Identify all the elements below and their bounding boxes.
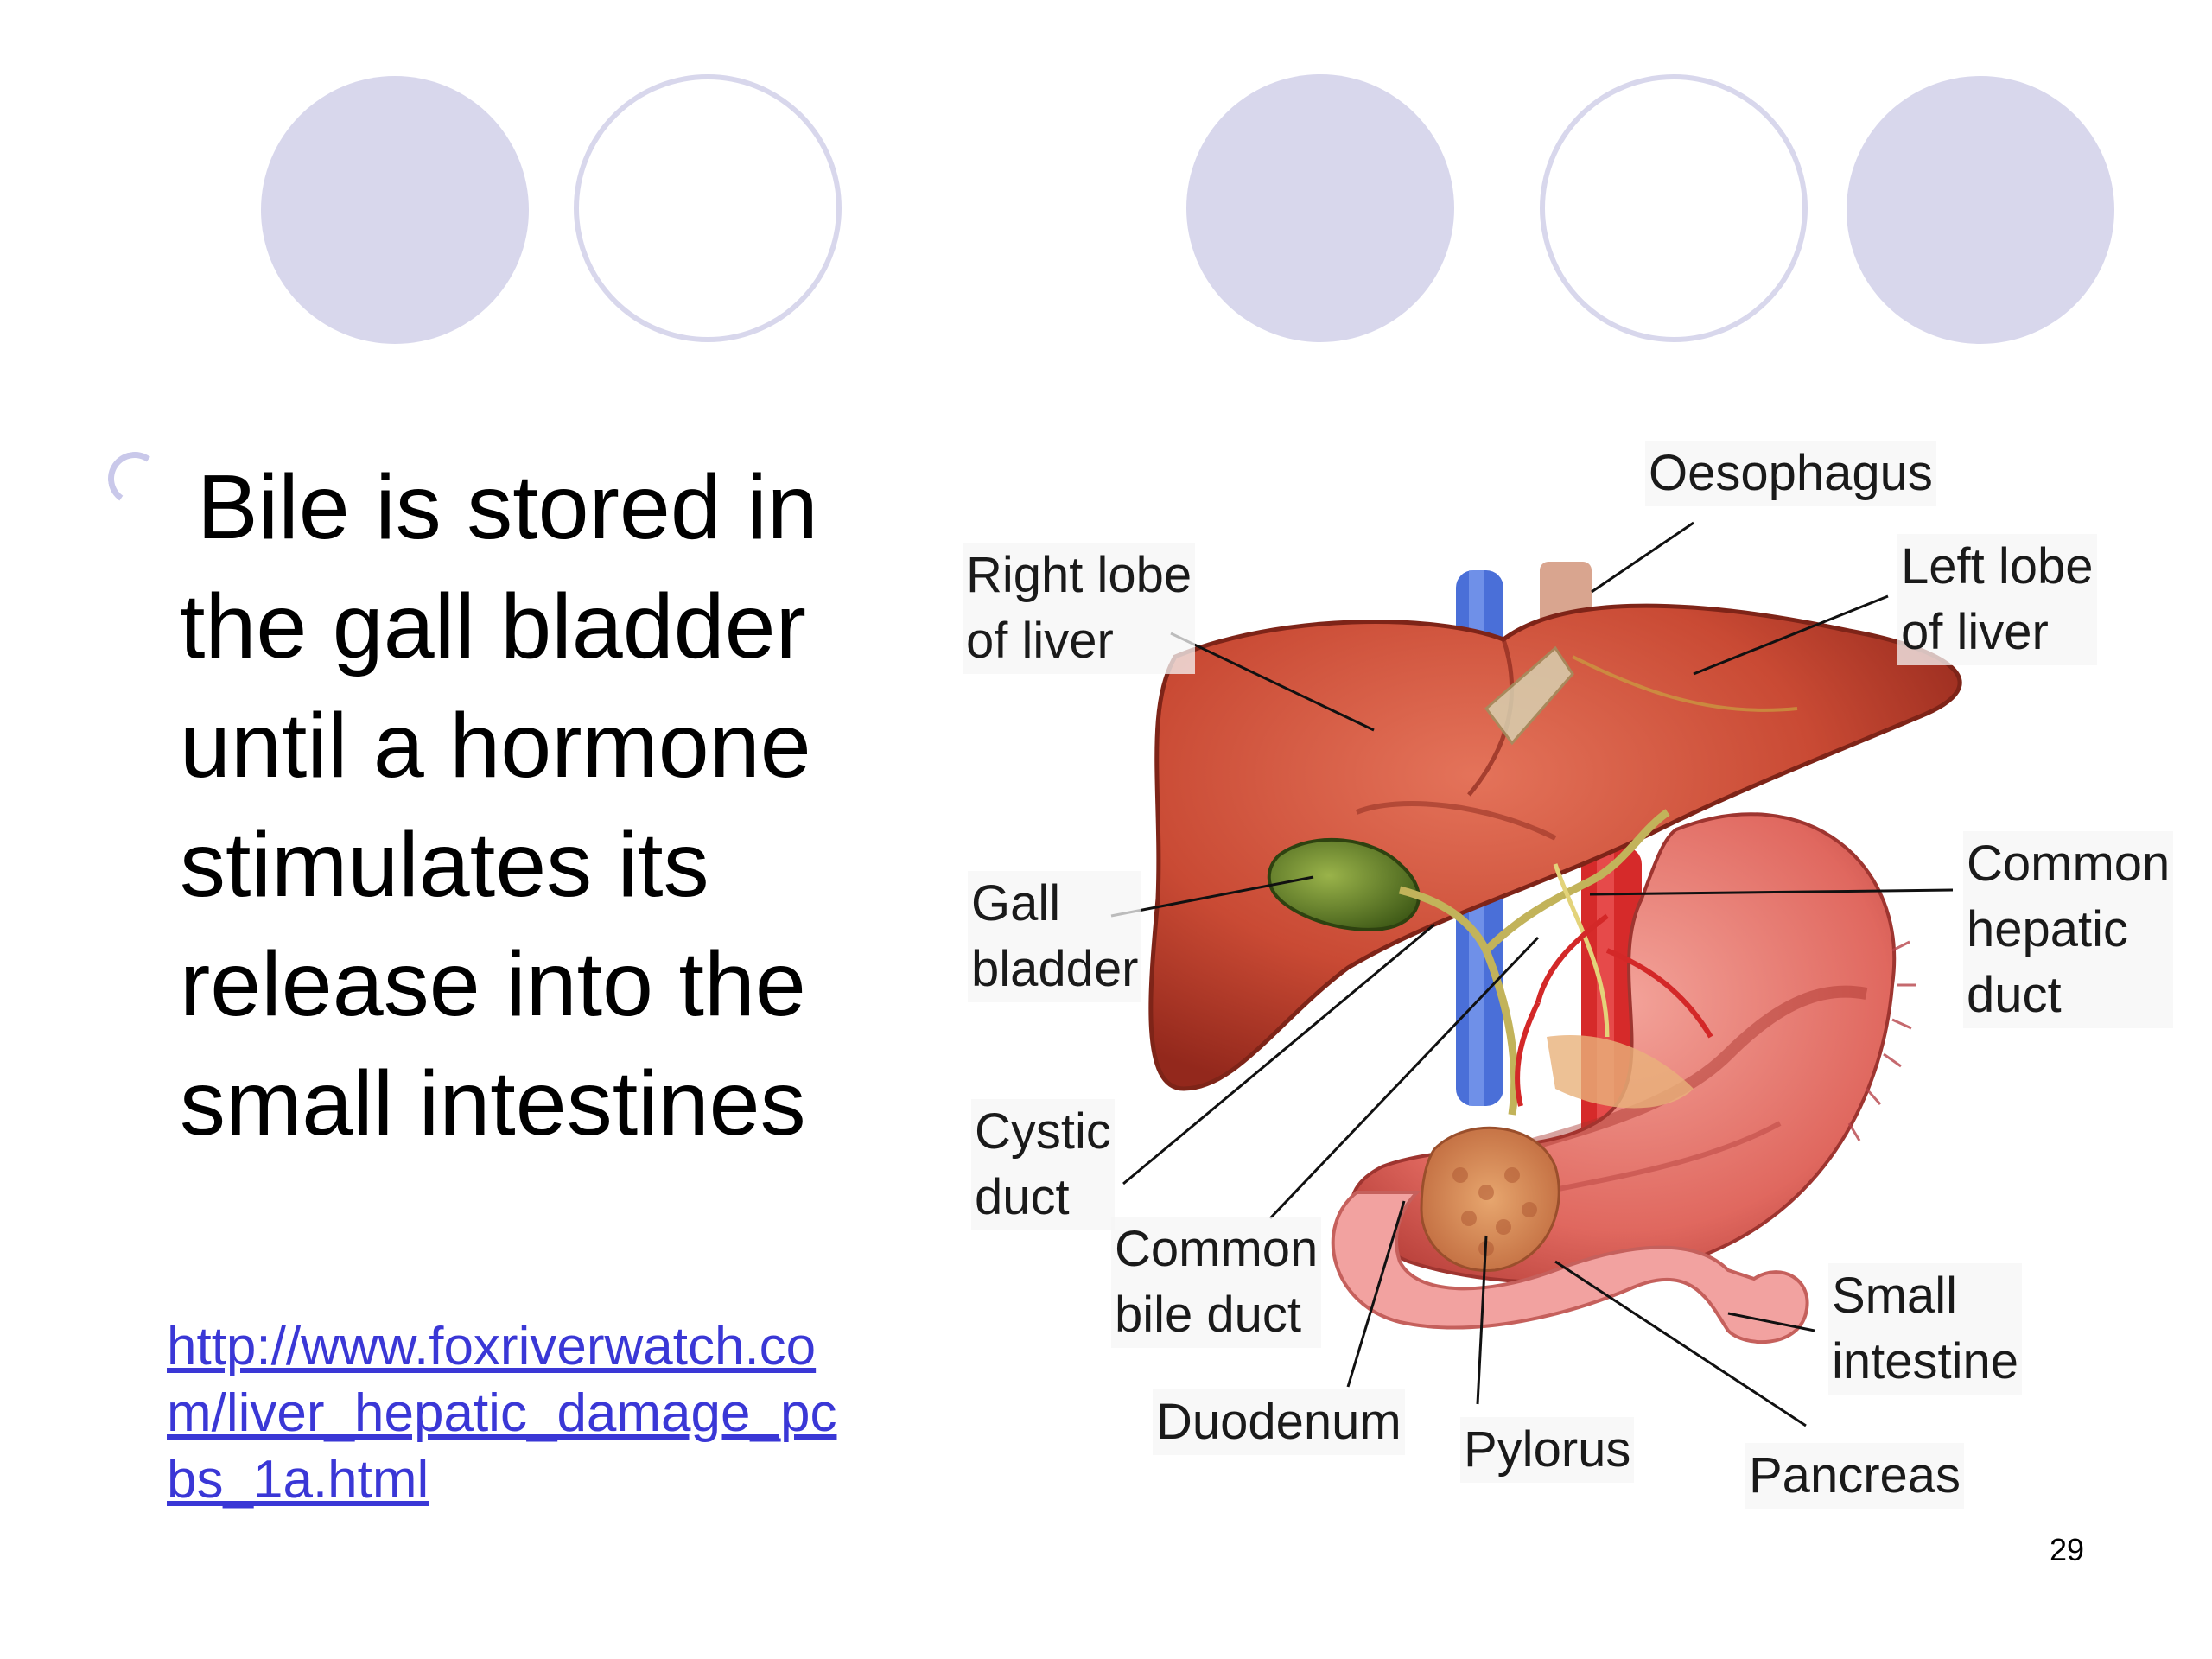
label-common-hepatic-duct: Common hepatic duct	[1963, 831, 2174, 1028]
leader-lines	[1110, 521, 1954, 1427]
pancreas-shape	[1420, 1126, 1560, 1272]
decor-circle-outline	[574, 74, 842, 342]
decor-circle-filled	[1847, 76, 2114, 344]
bile-ducts	[1398, 809, 1670, 1116]
label-oesophagus: Oesophagus	[1645, 441, 1936, 506]
label-small-intestine: Small intestine	[1828, 1263, 2023, 1395]
decor-circle-filled	[1186, 74, 1454, 342]
body-text: Bile is stored in the gall bladder until…	[180, 456, 818, 1154]
decor-circle-filled	[261, 76, 529, 344]
label-pancreas: Pancreas	[1745, 1443, 1965, 1509]
small-intestine-shape	[1331, 1191, 1809, 1344]
label-duodenum: Duodenum	[1153, 1389, 1405, 1455]
gall-bladder-shape	[1267, 837, 1421, 931]
label-left-lobe: Left lobe of liver	[1897, 534, 2097, 665]
label-right-lobe: Right lobe of liver	[963, 543, 1196, 674]
organ-illustration	[1110, 521, 1962, 1427]
decor-circle-outline	[1540, 74, 1808, 342]
label-cystic-duct: Cystic duct	[971, 1099, 1115, 1230]
page-number: 29	[2050, 1532, 2085, 1567]
bullet-icon	[104, 448, 166, 510]
source-link[interactable]: http://www.foxriverwatch.com/liver_hepat…	[167, 1317, 837, 1510]
label-common-bile-duct: Common bile duct	[1111, 1217, 1322, 1348]
label-pylorus: Pylorus	[1460, 1417, 1635, 1483]
liver-shape	[1148, 603, 1962, 1091]
label-gall-bladder: Gall bladder	[968, 871, 1142, 1002]
digestive-organs-diagram: Oesophagus Right lobe of liver Left lobe…	[950, 432, 2212, 1521]
